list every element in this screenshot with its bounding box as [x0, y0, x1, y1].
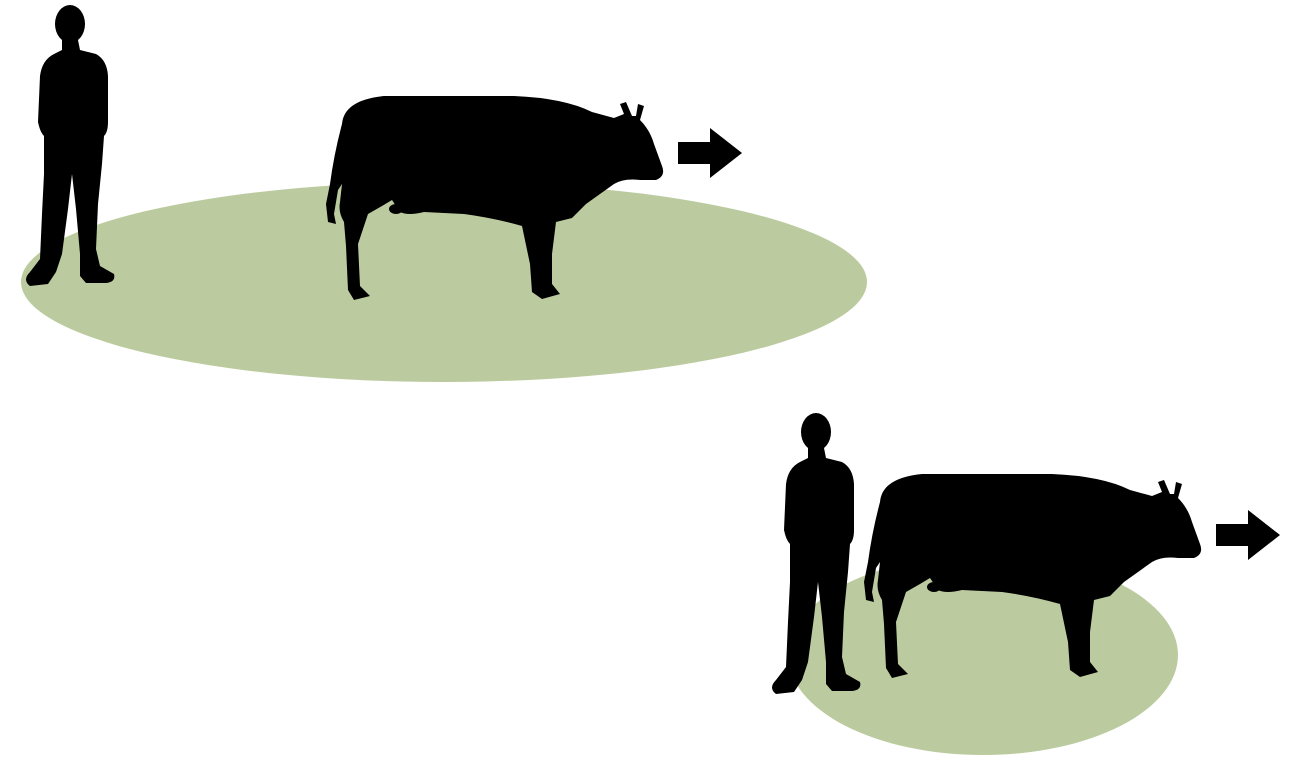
scene-2 — [772, 413, 1280, 755]
arrow-right-icon — [678, 128, 742, 178]
scene-1 — [21, 5, 867, 382]
arrow-right-icon — [1216, 510, 1280, 560]
